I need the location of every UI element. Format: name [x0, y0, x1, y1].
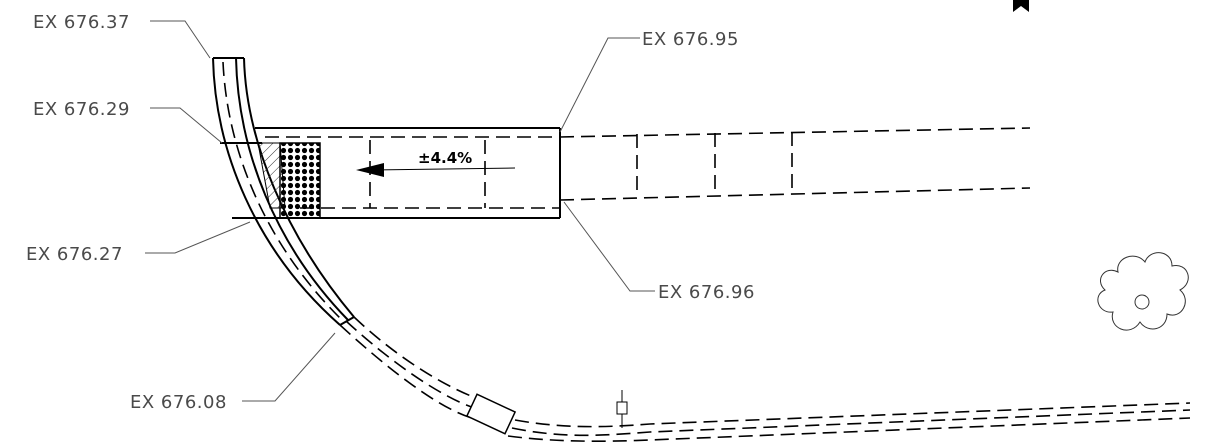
curved-sidewalk — [212, 57, 1191, 442]
slope-label: ±4.4% — [418, 149, 472, 167]
elevation-label-5: EX 676.95 — [642, 29, 739, 50]
detectable-warning-pad — [279, 142, 321, 219]
elevation-label-3: EX 676.27 — [26, 244, 123, 265]
elevation-label-4: EX 676.08 — [130, 392, 227, 413]
slope-arrowhead — [356, 163, 384, 177]
path-box — [465, 393, 517, 435]
leaders — [145, 20, 655, 402]
elevation-label-2: EX 676.29 — [33, 99, 130, 120]
elevation-label-6: EX 676.96 — [658, 282, 755, 303]
ramp: ±4.4% — [220, 127, 1031, 219]
slope-arrow-line — [371, 167, 516, 171]
light-post-symbol — [616, 390, 628, 428]
elevation-label-1: EX 676.37 — [33, 12, 130, 33]
bookmark-icon[interactable] — [1013, 0, 1029, 12]
tree-symbol — [1097, 252, 1189, 331]
